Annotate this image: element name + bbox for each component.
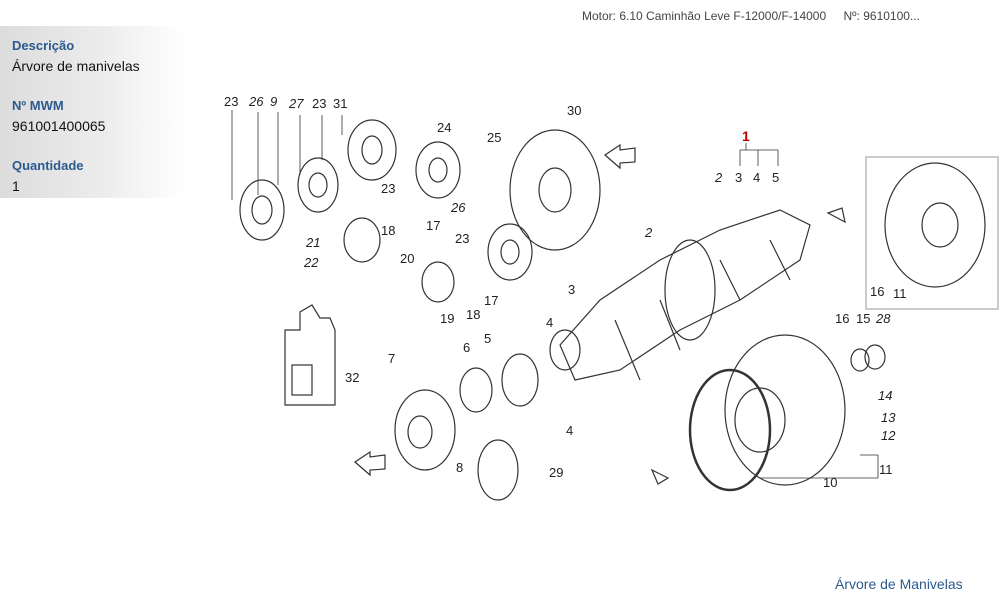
crankshaft-link[interactable]: Árvore de Manivelas <box>835 576 963 592</box>
callout-8: 8 <box>456 460 463 475</box>
callout-3: 3 <box>735 170 742 185</box>
part-number-truncated: Nº: 9610100... <box>843 9 920 23</box>
callout-6: 6 <box>463 340 470 355</box>
quantity-label: Quantidade <box>12 158 84 173</box>
callout-28: 28 <box>875 311 891 326</box>
quantity-value: 1 <box>12 178 20 194</box>
description-label: Descrição <box>12 38 75 53</box>
vibration-damper-drawing <box>509 129 601 251</box>
callout-4: 4 <box>546 315 553 330</box>
callout-26: 26 <box>450 200 466 215</box>
callout-31: 31 <box>333 96 347 111</box>
callout-30: 30 <box>567 103 581 118</box>
callout-23: 23 <box>381 181 395 196</box>
mwm-number-label: Nº MWM <box>12 98 64 113</box>
callout-23: 23 <box>224 94 238 109</box>
pulley-drawing <box>239 119 533 303</box>
callout-13: 13 <box>881 410 896 425</box>
callout-23: 23 <box>455 231 469 246</box>
mwm-number-value: 961001400065 <box>12 118 106 134</box>
part-info-panel: Descrição Árvore de manivelas Nº MWM 961… <box>0 26 185 198</box>
callout-15: 15 <box>856 311 870 326</box>
callout-19: 19 <box>440 311 454 326</box>
callout-4: 4 <box>753 170 760 185</box>
leader-lines <box>231 110 879 479</box>
callout-10: 10 <box>823 475 837 490</box>
callout-9: 9 <box>270 94 277 109</box>
callout-21: 21 <box>305 235 320 250</box>
callout-23: 23 <box>312 96 326 111</box>
callout-29: 29 <box>549 465 563 480</box>
callout-4: 4 <box>566 423 573 438</box>
flywheel-drawing <box>688 334 846 492</box>
callout-5: 5 <box>772 170 779 185</box>
callout-20: 20 <box>400 251 414 266</box>
callout-3: 3 <box>568 282 575 297</box>
description-value: Árvore de manivelas <box>12 58 140 74</box>
callout-12: 12 <box>881 428 896 443</box>
callout-7: 7 <box>388 351 395 366</box>
callout-17: 17 <box>426 218 440 233</box>
callout-2: 2 <box>644 225 653 240</box>
callout-22: 22 <box>303 255 319 270</box>
callout-11: 11 <box>879 462 893 477</box>
callout-27: 27 <box>288 96 304 111</box>
callout-17: 17 <box>484 293 498 308</box>
callout-24: 24 <box>437 120 451 135</box>
engine-model: Motor: 6.10 Caminhão Leve F-12000/F-1400… <box>582 9 827 23</box>
crankshaft-drawing <box>549 209 811 381</box>
arrow-icons <box>354 143 846 485</box>
callout-25: 25 <box>487 130 501 145</box>
callout-11: 11 <box>893 286 907 301</box>
gear-and-housing-drawing <box>394 344 886 501</box>
callout-32: 32 <box>345 370 359 385</box>
callout-18: 18 <box>381 223 395 238</box>
callout-14: 14 <box>878 388 892 403</box>
callout-18: 18 <box>466 307 480 322</box>
callout-5: 5 <box>484 331 491 346</box>
callout-26: 26 <box>248 94 264 109</box>
engine-header: Motor: 6.10 Caminhão Leve F-12000/F-1400… <box>582 9 920 23</box>
callout-1: 1 <box>742 128 750 144</box>
oil-container-drawing <box>284 304 336 406</box>
inset-box <box>865 156 999 310</box>
callout-2: 2 <box>714 170 723 185</box>
callout-16: 16 <box>870 284 884 299</box>
callout-16: 16 <box>835 311 849 326</box>
